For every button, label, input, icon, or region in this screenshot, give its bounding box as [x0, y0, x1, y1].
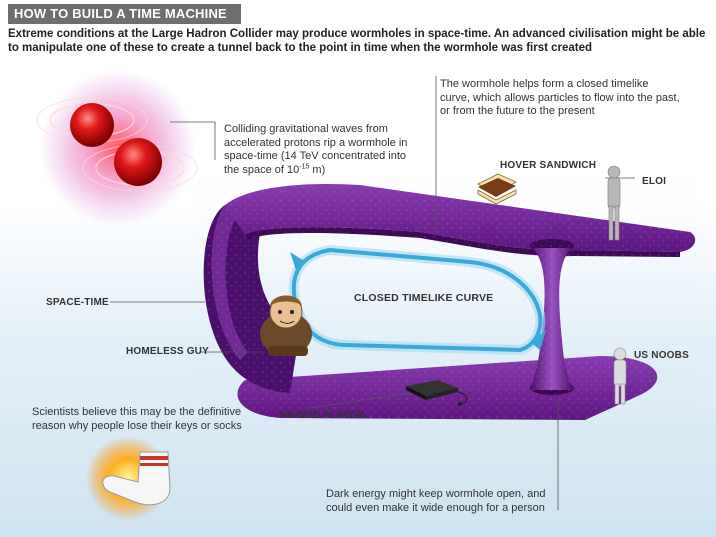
- label-eloi: ELOI: [642, 176, 667, 187]
- keys-socks-note: Scientists believe this may be the defin…: [32, 406, 242, 432]
- label-homeless-guy: HOMELESS GUY: [126, 346, 209, 357]
- wormhole-note-text: Colliding gravitational waves from accel…: [224, 123, 408, 176]
- label-us-noobs: US NOOBS: [634, 350, 689, 361]
- leader-lines: [110, 76, 635, 510]
- page-title: HOW TO BUILD A TIME MACHINE: [8, 4, 241, 24]
- hover-sandwich-icon: [477, 173, 517, 205]
- hd-dvd-player-icon: [406, 380, 468, 406]
- label-hover-sandwich: HOVER SANDWICH: [500, 160, 597, 171]
- wormhole-note: Colliding gravitational waves from accel…: [224, 123, 420, 177]
- colliding-protons: [36, 70, 198, 226]
- label-closed-timelike-curve: CLOSED TIMELIKE CURVE: [354, 292, 494, 304]
- wormhole-note-exponent: -15: [299, 162, 310, 170]
- intro-text: Extreme conditions at the Large Hadron C…: [8, 28, 706, 54]
- us-noobs-figure: [613, 347, 627, 405]
- dark-energy-note: Dark energy might keep wormhole open, an…: [326, 488, 546, 514]
- label-hd-dvd-player: HD-DVD PLAYER: [280, 410, 364, 421]
- homeless-guy-figure: [260, 295, 312, 356]
- label-space-time: SPACE-TIME: [46, 297, 109, 308]
- closed-timelike-curve-arrows: [288, 244, 546, 356]
- closed-curve-note: The wormhole helps form a closed timelik…: [440, 78, 680, 117]
- wormhole-note-unit: m): [309, 163, 326, 176]
- eloi-figure: [607, 165, 621, 241]
- lost-sock-icon: [86, 436, 171, 520]
